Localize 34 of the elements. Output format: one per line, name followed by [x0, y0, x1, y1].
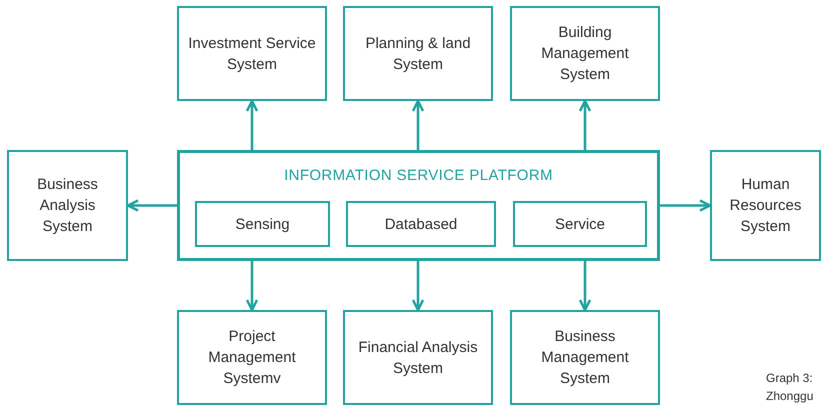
arrow: [246, 261, 258, 312]
box-label: Sensing: [235, 214, 290, 234]
system-box: [710, 150, 821, 261]
arrow: [660, 199, 712, 212]
system-box: [510, 310, 660, 405]
system-box: [346, 201, 496, 247]
system-box: [513, 201, 647, 247]
system-box: [343, 6, 493, 101]
box-label: Service: [554, 214, 606, 234]
box-label: Databased: [384, 214, 458, 234]
system-box: [7, 150, 128, 261]
platform-heading: INFORMATION SERVICE PLATFORM: [283, 166, 554, 186]
system-box: [510, 6, 660, 101]
system-box: [177, 6, 327, 101]
arrow: [412, 261, 424, 312]
system-box: [195, 201, 330, 247]
system-box: [343, 310, 493, 405]
platform-box: [177, 150, 660, 261]
box-label: Investment Service System: [187, 34, 317, 74]
box-label: Planning & land System: [364, 34, 472, 74]
arrow: [412, 100, 424, 150]
arrow: [126, 199, 177, 212]
box-label: Human Resources System: [728, 175, 802, 237]
arrow: [578, 261, 592, 312]
box-label: Business Analysis System: [36, 175, 99, 237]
caption-text: Zhonggu: [766, 388, 814, 405]
arrow: [246, 100, 258, 150]
arrow: [578, 100, 592, 150]
box-label: Financial Analysis System: [357, 338, 479, 378]
box-label: Business Management System: [540, 327, 630, 389]
box-label: Building Management System: [540, 23, 630, 85]
caption-text: Graph 3:: [766, 370, 814, 387]
system-box: [177, 310, 327, 405]
box-label: Project Management Systemv: [207, 327, 297, 389]
